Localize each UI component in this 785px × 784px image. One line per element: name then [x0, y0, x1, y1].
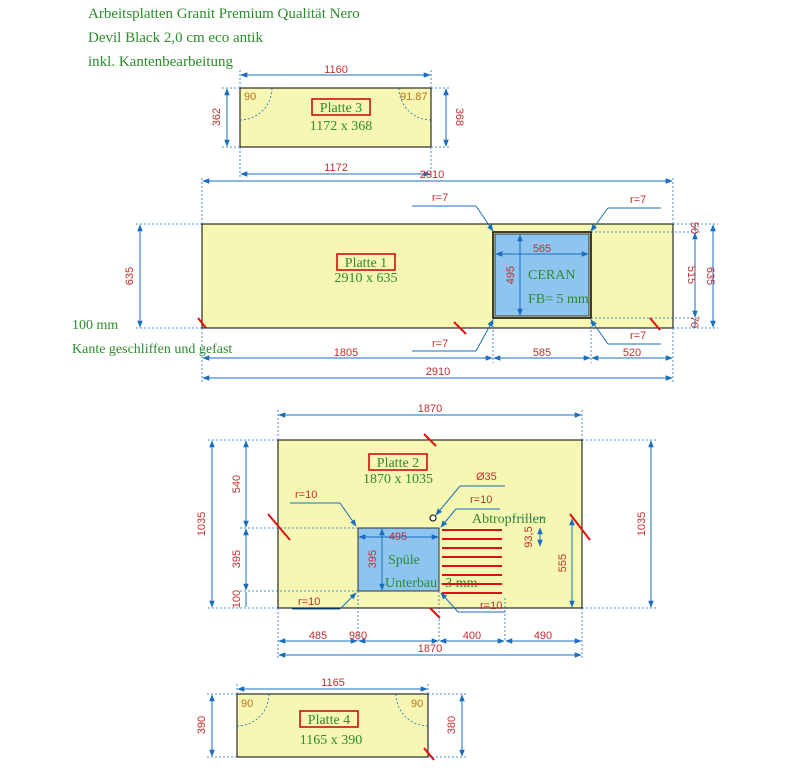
- platte-1-dim-b3: 520: [623, 347, 641, 359]
- platte-1-r-tr: r=7: [630, 194, 646, 206]
- platte-4-angle-right: 90: [411, 698, 423, 710]
- platte-1-dim-right-outer: 635: [704, 267, 716, 285]
- platte-2-label: Platte 2: [377, 456, 419, 471]
- platte-1-dim-b2: 585: [533, 347, 551, 359]
- platte-1-dim-left: 635: [124, 267, 136, 285]
- platte-4-label-box: [299, 710, 359, 728]
- platte-2-r-bl: r=10: [298, 596, 320, 608]
- platte-2-dim-left-395: 395: [231, 550, 243, 568]
- platte-2-r-tl: r=10: [295, 489, 317, 501]
- header-line-1: Arbeitsplatten Granit Premium Qualität N…: [88, 6, 360, 22]
- platte-3-slab: [239, 87, 432, 148]
- platte-1-dim-top: 2910: [420, 169, 444, 181]
- platte-3-label: Platte 3: [320, 101, 362, 116]
- platte-2-sink-mount: Unterbau -3 mm: [385, 576, 478, 591]
- platte-2-dim-555: 555: [557, 554, 569, 572]
- platte-2-edge-mark-left: [267, 513, 291, 541]
- platte-2-dim-left: 1035: [196, 512, 208, 536]
- platte-4-label: Platte 4: [308, 713, 350, 728]
- platte-2-dim-total: 1870: [418, 643, 442, 655]
- header-line-2: Devil Black 2,0 cm eco antik: [88, 30, 263, 46]
- platte-3-angle-right-arc: [398, 87, 432, 121]
- platte-3-dim-top: 1160: [324, 64, 348, 76]
- platte-1-cut-fb: FB= 5 mm: [528, 292, 589, 307]
- platte-2-dim-left-100: 100: [231, 590, 243, 608]
- platte-2-drain-label: Abtropfrillen: [472, 512, 546, 527]
- platte-4-angle-right-arc: [395, 693, 429, 727]
- platte-4-angle-left: 90: [241, 698, 253, 710]
- platte-2-size: 1870 x 1035: [363, 472, 433, 487]
- platte-1-dim-right-bottom: 70: [688, 316, 700, 328]
- platte-1-dim-right-top: 50: [688, 222, 700, 234]
- platte-1-r-bl: r=7: [432, 338, 448, 350]
- platte-1-size: 2910 x 635: [335, 271, 398, 286]
- platte-1-dim-right-inner: 515: [685, 266, 697, 284]
- platte-2-dim-right: 1035: [636, 512, 648, 536]
- platte-2-dim-b1: 485: [309, 630, 327, 642]
- platte-1-ceran-cutout: [494, 233, 590, 317]
- platte-2-hole-diameter: Ø35: [476, 471, 497, 483]
- platte-2-dim-93: 93,5: [523, 526, 535, 547]
- platte-1-r-tl: r=7: [432, 192, 448, 204]
- platte-3: 90 91.87 Platte 3 1172 x 368 1160 1172 3…: [211, 64, 465, 178]
- platte-3-angle-right: 91.87: [400, 91, 428, 103]
- platte-3-dim-bottom: 1172: [324, 162, 348, 174]
- platte-2-r-br: r=10: [480, 600, 502, 612]
- platte-1-cut-label: CERAN: [528, 268, 575, 283]
- platte-2-tap-hole: [429, 514, 437, 522]
- platte-2-dim-b3: 400: [463, 630, 481, 642]
- platte-2-dim-top: 1870: [418, 403, 442, 415]
- platte-1-dim-total: 2910: [426, 366, 450, 378]
- platte-4-edge-mark: [423, 747, 435, 761]
- platte-4-size: 1165 x 390: [300, 733, 362, 748]
- platte-2: Platte 2 1870 x 1035 495 395 Spüle Unter…: [196, 403, 656, 660]
- platte-1-edge-mark-right: [649, 317, 661, 331]
- platte-4-slab: [236, 693, 429, 758]
- platte-4-dim-right: 380: [446, 716, 458, 734]
- platte-1-edge-mark-mid: [453, 321, 467, 335]
- platte-1-cut-width: 565: [533, 243, 551, 255]
- platte-2-dim-b2: 980: [349, 630, 367, 642]
- platte-4-angle-left-arc: [236, 693, 270, 727]
- platte-1-edge-mark-left: [197, 317, 207, 329]
- platte-2-sink-label: Spüle: [388, 553, 420, 568]
- platte-1-slab: [201, 223, 674, 329]
- platte-3-dim-right: 368: [453, 108, 465, 126]
- platte-3-label-box: [311, 98, 371, 116]
- header-line-3: inkl. Kantenbearbeitung: [88, 54, 233, 70]
- platte-1-dim-b1: 1805: [334, 347, 358, 359]
- platte-1-label-box: [336, 253, 396, 271]
- platte-2-drain-grooves: [442, 529, 502, 594]
- platte-4-dim-top: 1165: [321, 677, 345, 689]
- platte-3-dim-left: 362: [211, 108, 223, 126]
- platte-2-sink-w: 495: [389, 531, 407, 543]
- platte-4: 90 90 Platte 4 1165 x 390 1165 390 380: [196, 677, 466, 761]
- platte-1-edge-note-2: Kante geschliffen und gefast: [72, 342, 232, 357]
- platte-1-r-br: r=7: [630, 330, 646, 342]
- platte-2-sink-h: 395: [367, 550, 379, 568]
- platte-3-size: 1172 x 368: [310, 119, 372, 134]
- platte-2-dim-left-540: 540: [231, 475, 243, 493]
- platte-2-edge-mark-bottom: [429, 607, 441, 619]
- platte-1-edge-note-1: 100 mm: [72, 318, 118, 333]
- platte-3-angle-left-arc: [239, 87, 273, 121]
- platte-2-dim-b4: 490: [534, 630, 552, 642]
- platte-4-dim-left: 390: [196, 716, 208, 734]
- platte-1-cut-height: 495: [505, 266, 517, 284]
- platte-2-edge-mark-top: [423, 433, 437, 447]
- platte-1-label: Platte 1: [345, 256, 387, 271]
- platte-2-r-hole: r=10: [470, 494, 492, 506]
- platte-1: Platte 1 2910 x 635 CERAN FB= 5 mm 565 4…: [72, 169, 718, 383]
- platte-2-label-box: [368, 453, 428, 471]
- platte-3-angle-left: 90: [244, 91, 256, 103]
